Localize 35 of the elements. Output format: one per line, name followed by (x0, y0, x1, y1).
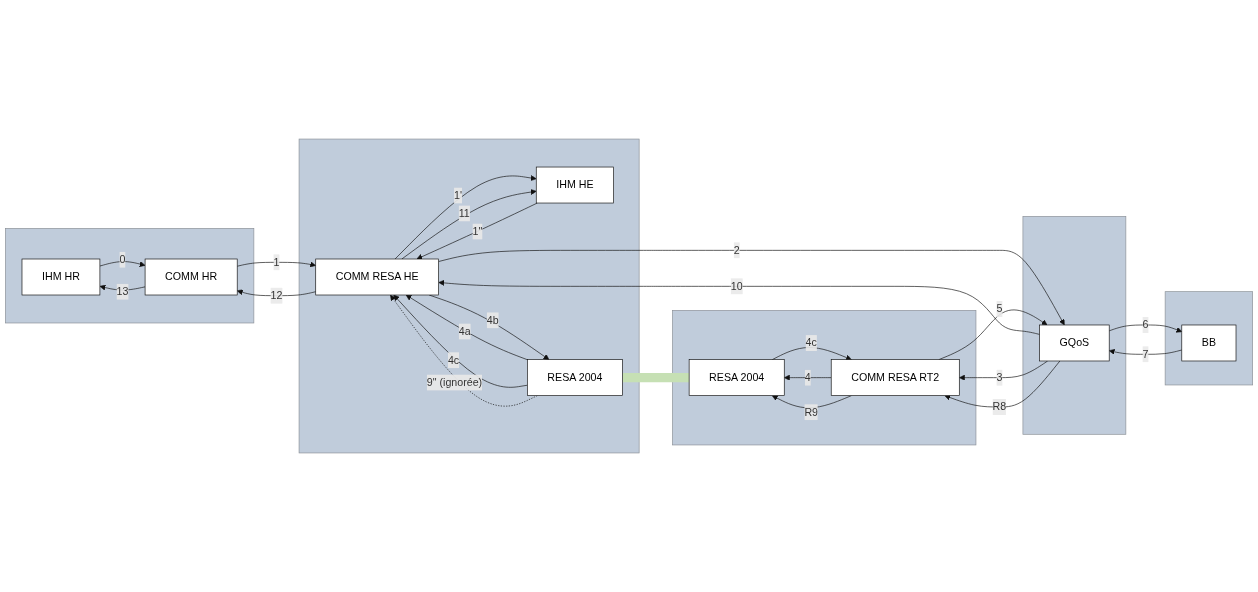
node-box: RESA 2004 (688, 359, 785, 396)
edge-label: 4a (458, 325, 471, 337)
node-box: COMM RESA HE (315, 258, 439, 296)
edge-label: 1" (472, 225, 483, 237)
edge-label: 1 (273, 256, 280, 268)
edge-label: 7 (1142, 348, 1149, 360)
node-box: IHM HR (21, 258, 101, 296)
node-box: RESA 2004 (527, 359, 623, 396)
cluster (298, 138, 640, 454)
edge-label: 4c (805, 337, 817, 349)
edge-label: 5 (996, 303, 1003, 315)
edge-label: 2 (733, 244, 740, 256)
edge-label: R9 (804, 406, 819, 418)
node-box: GQoS (1039, 324, 1110, 362)
edge-label: 3 (996, 371, 1003, 383)
node-box: COMM RESA RT2 (830, 359, 960, 396)
edge-label: R8 (992, 400, 1007, 413)
edge-label: 4b (486, 314, 499, 326)
edge-label: 1' (454, 189, 462, 201)
edge-label: 6 (1142, 318, 1149, 331)
cluster (1164, 291, 1253, 386)
edge-label: 9" (ignorée) (426, 376, 483, 388)
edge-label: 12 (270, 289, 283, 301)
edge-label: 0 (119, 253, 126, 266)
node-box: IHM HE (535, 166, 614, 204)
cluster (5, 228, 255, 324)
node-box: BB (1181, 324, 1237, 362)
edge-label: 11 (458, 207, 470, 219)
cluster (672, 310, 977, 446)
cluster (1022, 216, 1127, 435)
edge-label: 4c (447, 354, 460, 366)
edge-label: 13 (116, 285, 129, 297)
node-box: COMM HR (144, 258, 238, 296)
edge-label: 10 (730, 280, 743, 292)
edge-label: 4 (804, 371, 811, 383)
